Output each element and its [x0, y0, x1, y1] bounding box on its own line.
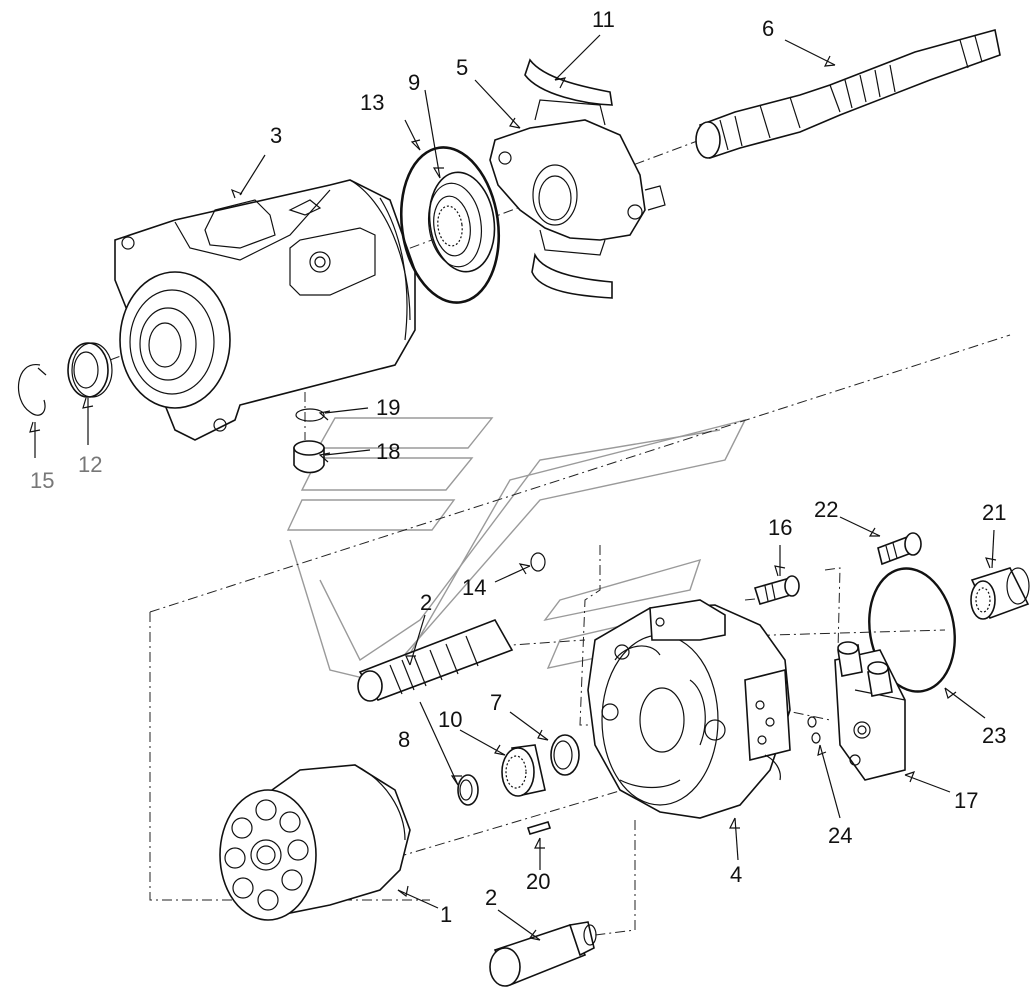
o-ring-part-19 [295, 408, 325, 422]
label-part-13: 13 [360, 90, 384, 115]
label-part-20: 20 [526, 869, 550, 894]
label-part-2-lower: 2 [485, 885, 497, 910]
label-part-24: 24 [828, 823, 852, 848]
bearing-shell-lower-part-11 [531, 252, 613, 299]
o-ring-part-14 [530, 552, 546, 572]
bearing-shell-upper-part-11 [524, 58, 613, 106]
motor-housing-part-3 [114, 179, 416, 441]
bolt-part-22 [877, 532, 922, 566]
bolt-part-16 [753, 575, 800, 605]
label-part-15: 15 [30, 468, 54, 493]
port-plate-part-4 [587, 599, 791, 819]
label-part-4: 4 [730, 862, 742, 887]
snap-ring-part-15 [17, 364, 47, 416]
drive-shaft-part-6 [695, 29, 1001, 160]
o-rings-part-24 [807, 716, 821, 744]
leader-lines [29, 34, 997, 941]
ring-part-7 [550, 734, 580, 776]
label-part-14: 14 [462, 575, 486, 600]
label-part-16: 16 [768, 515, 792, 540]
control-valve-part-17 [834, 641, 906, 781]
label-part-21: 21 [982, 500, 1006, 525]
label-part-8: 8 [398, 727, 410, 752]
label-part-12: 12 [78, 452, 102, 477]
plug-part-18 [293, 440, 325, 474]
label-part-22: 22 [814, 497, 838, 522]
label-part-19: 19 [376, 395, 400, 420]
ring-part-8 [457, 774, 479, 806]
o-ring-part-13 [399, 146, 501, 304]
label-part-3: 3 [270, 123, 282, 148]
label-part-17: 17 [954, 788, 978, 813]
pin-part-20 [526, 821, 552, 835]
bearing-part-10 [501, 744, 546, 797]
label-part-23: 23 [982, 723, 1006, 748]
cylinder-block-part-1 [219, 764, 411, 921]
piston-plug-part-2 [489, 921, 597, 987]
label-part-1: 1 [440, 902, 452, 927]
bearing-part-9 [427, 171, 496, 273]
label-part-2-upper: 2 [420, 590, 432, 615]
label-part-11: 11 [592, 7, 615, 32]
needle-bearing-part-21 [970, 567, 1030, 620]
shaft-seal-part-12 [67, 342, 113, 398]
label-part-7: 7 [490, 690, 502, 715]
swashplate-part-5 [489, 99, 666, 256]
label-part-18: 18 [376, 439, 400, 464]
label-part-5: 5 [456, 55, 468, 80]
label-part-9: 9 [408, 70, 420, 95]
label-part-10: 10 [438, 707, 462, 732]
control-spool-part-2 [357, 619, 514, 702]
o-ring-part-23 [868, 567, 956, 693]
label-part-6: 6 [762, 16, 774, 41]
part-labels: 3 13 9 5 11 6 19 18 15 12 14 2 16 22 21 … [30, 7, 1006, 927]
